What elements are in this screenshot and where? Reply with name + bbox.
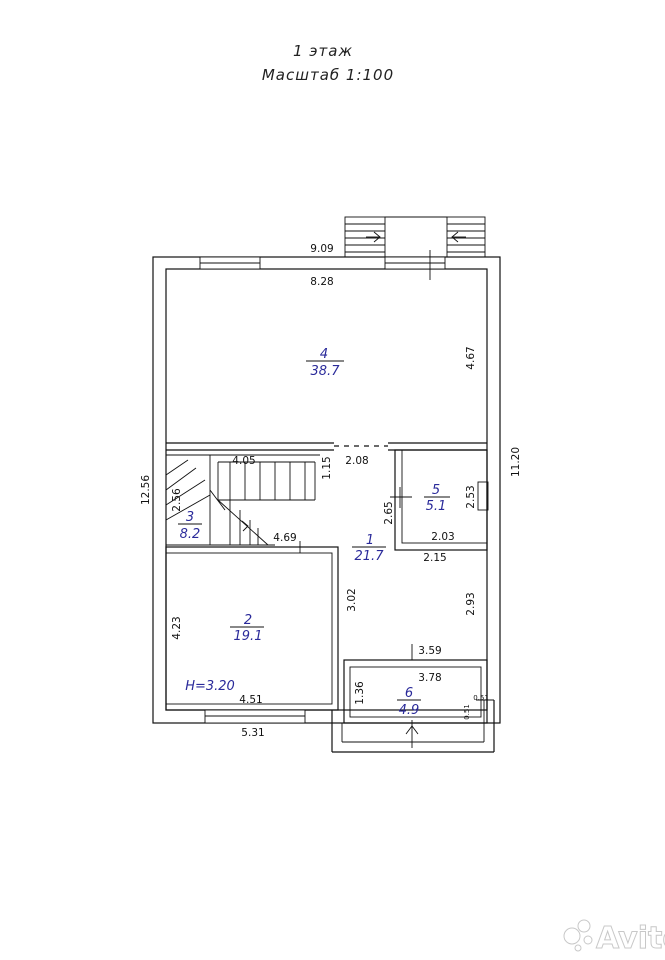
staircase: [165, 454, 320, 553]
watermark-text: Avito: [596, 921, 665, 956]
dim-porch-side-b: 0.51: [473, 694, 489, 702]
room-area: 8.2: [180, 527, 201, 542]
dim-porch-side-a: 0.51: [463, 704, 471, 720]
dim-top-outer: 9.09: [310, 243, 333, 255]
outer-walls: [152, 256, 501, 724]
room-5-label: 5 5.1: [424, 483, 450, 514]
dim-porch-inner: 3.78: [418, 672, 441, 684]
room-number: 3: [186, 510, 194, 525]
dim-room2-height: 4.23: [171, 616, 183, 639]
room-area: 38.7: [311, 364, 341, 379]
dim-left-total: 12.56: [140, 475, 152, 505]
room-3-label: 3 8.2: [178, 510, 202, 542]
dim-room5-outer-width: 2.15: [423, 552, 446, 564]
room-1-label: 1 21.7: [352, 533, 386, 564]
dim-room2-top: 4.69: [273, 532, 296, 544]
bottom-window: [204, 709, 306, 724]
dim-right-total: 11.20: [510, 447, 522, 477]
dim-right-upper: 4.67: [465, 346, 477, 369]
dimension-labels: 9.09 8.28 4.67 11.20 12.56 4.05 1.15 2.0…: [140, 243, 522, 739]
dim-porch-height: 1.36: [354, 681, 366, 705]
dim-stair-height: 2.56: [171, 488, 183, 512]
room-area: 5.1: [426, 499, 447, 514]
dim-porch-top: 3.59: [418, 645, 441, 657]
scale-label: Масштаб 1:100: [262, 66, 394, 84]
room-number: 4: [320, 347, 328, 362]
room-area: 4.9: [399, 703, 420, 718]
inner-walls: [165, 442, 495, 753]
dim-room2-width: 4.51: [239, 694, 262, 706]
top-windows: [199, 250, 446, 280]
dim-top-inner: 8.28: [310, 276, 333, 288]
room-number: 6: [405, 686, 413, 701]
room-number: 5: [432, 483, 440, 498]
ceiling-height: H=3.20: [185, 679, 235, 694]
dim-hall-left: 3.02: [346, 588, 358, 611]
floor-title: 1 этаж: [293, 42, 353, 60]
room-4-label: 4 38.7: [306, 347, 344, 379]
top-entrance-steps: [344, 216, 486, 258]
room-number: 2: [244, 613, 252, 628]
dim-stair-width: 4.05: [232, 455, 255, 467]
dim-bottom-outer: 5.31: [241, 727, 264, 739]
room-labels: 4 38.7 5 5.1 3 8.2 1 21.7 2 19.1 6 4.9: [178, 347, 450, 718]
dim-room5-right: 2.53: [465, 485, 477, 508]
dim-room5-height: 2.65: [383, 501, 395, 524]
dim-room5-inner-width: 2.03: [431, 531, 454, 543]
dim-opening: 2.08: [345, 455, 368, 467]
room-2-label: 2 19.1: [230, 613, 264, 644]
room-area: 21.7: [355, 549, 385, 564]
avito-watermark: Avito: [563, 919, 665, 957]
dim-hall-right: 2.93: [465, 592, 477, 615]
room-number: 1: [366, 533, 374, 548]
room-6-label: 6 4.9: [397, 686, 421, 718]
room-area: 19.1: [234, 629, 263, 644]
dim-stair-depth: 1.15: [321, 456, 333, 479]
